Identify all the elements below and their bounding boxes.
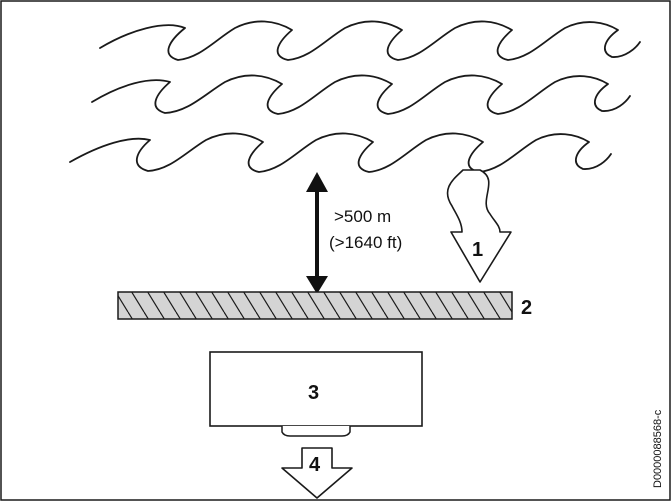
double-arrow-icon (306, 172, 328, 294)
wave-row-1 (99, 20, 641, 61)
figure-code: D0000088568-c (652, 409, 664, 488)
device-box (209, 351, 423, 427)
callout-4: 4 (309, 454, 321, 476)
device-connector (281, 426, 351, 437)
distance-imperial-label: (>1640 ft) (329, 233, 402, 252)
down-arrow-icon (446, 169, 512, 283)
callout-2: 2 (521, 297, 532, 319)
distance-metric-label: >500 m (334, 207, 391, 226)
output-arrow-icon (281, 447, 353, 499)
callout-1: 1 (472, 239, 483, 261)
hatched-screen (117, 291, 513, 320)
wave-row-2 (91, 74, 631, 115)
wave-row-3 (69, 132, 612, 173)
callout-3: 3 (308, 382, 319, 404)
sea-waves-icon (69, 20, 641, 173)
